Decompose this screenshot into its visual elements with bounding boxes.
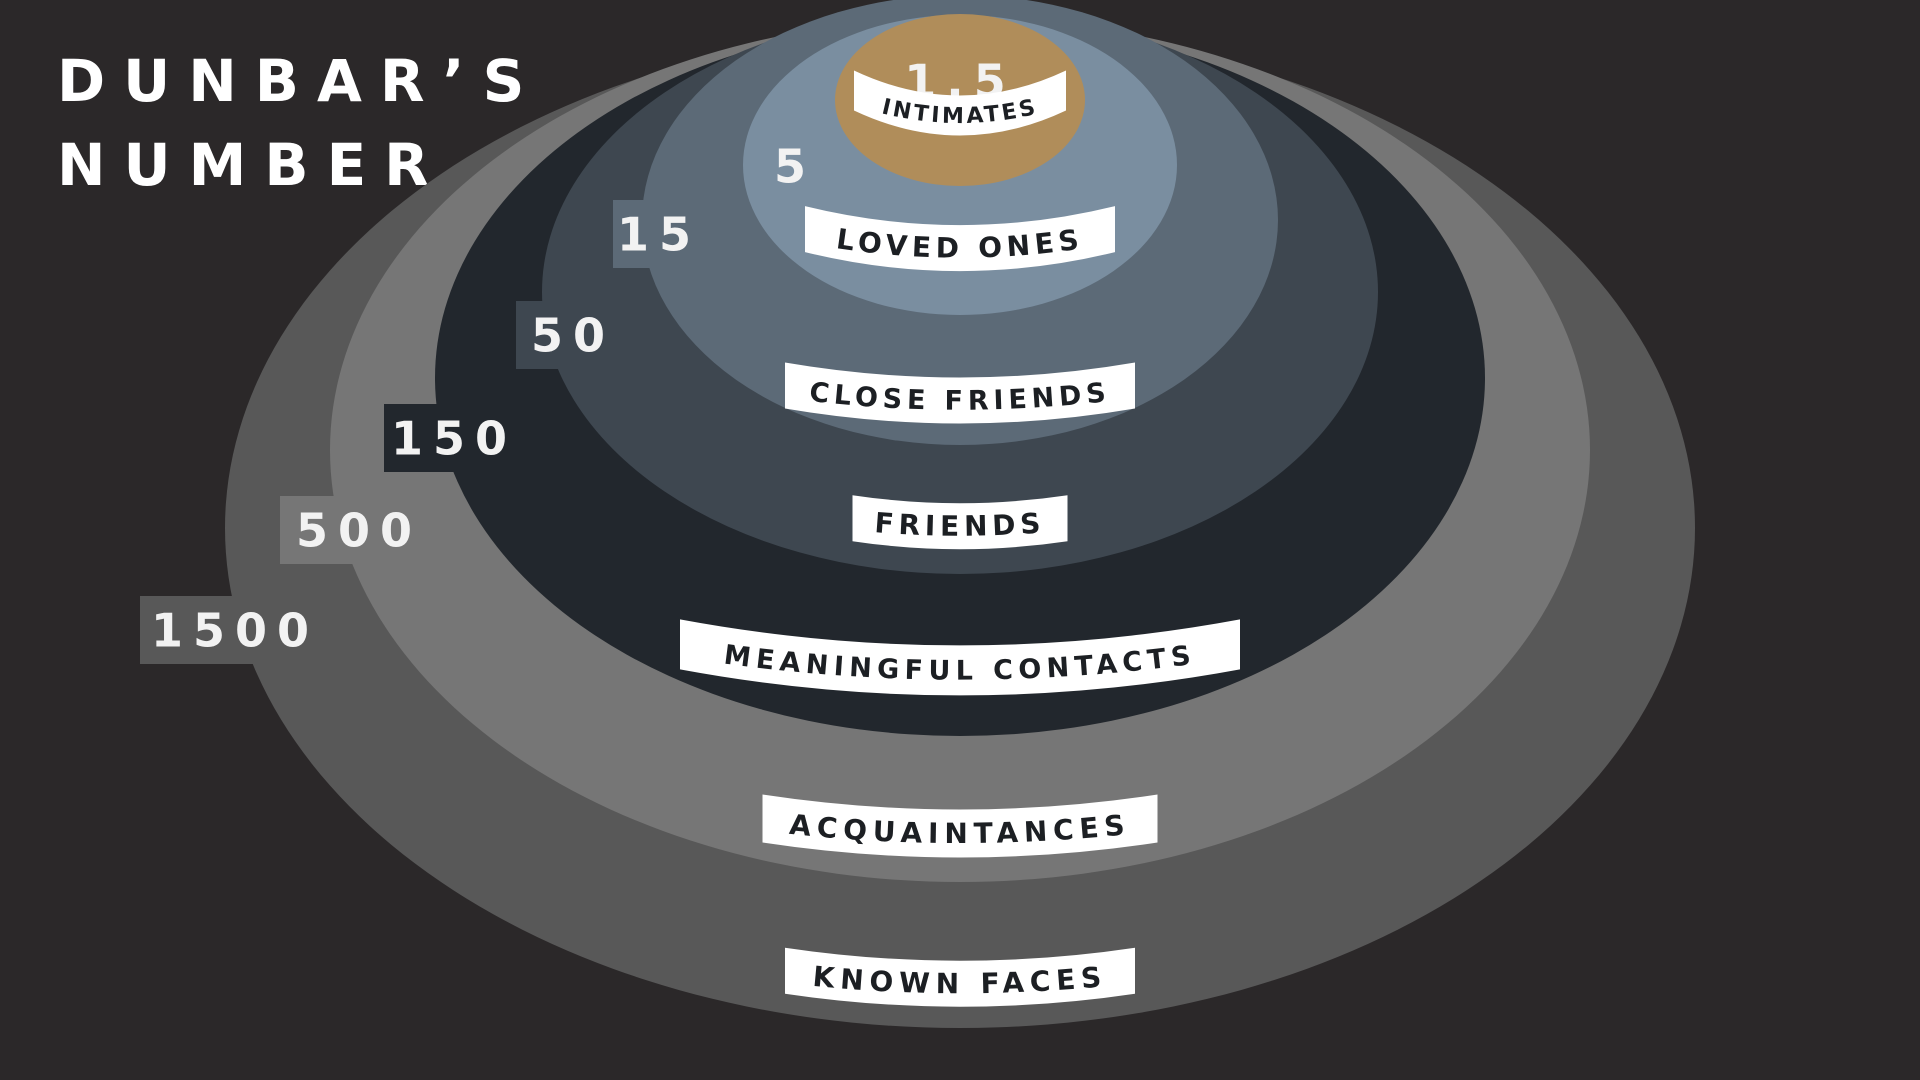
number-acquaintances: 500	[296, 504, 422, 558]
number-loved-ones: 5	[774, 140, 816, 194]
label-banner-meaningful-contacts	[680, 619, 1240, 696]
number-badge-close-friends	[613, 200, 705, 268]
number-badge-known-faces	[140, 596, 330, 664]
number-known-faces: 1500	[151, 604, 319, 658]
label-banner-close-friends	[785, 362, 1135, 424]
label-banner-acquaintances	[762, 794, 1158, 858]
label-friends: FRIENDS	[874, 506, 1047, 543]
number-badge-friends	[516, 301, 630, 369]
label-banner-loved-ones	[805, 206, 1115, 272]
number-close-friends: 15	[617, 208, 701, 262]
label-banner-known-faces	[785, 947, 1135, 1007]
title-line-2: NUMBER	[57, 131, 447, 199]
number-friends: 50	[531, 309, 615, 363]
number-badge-meaningful-contacts	[384, 404, 524, 472]
number-meaningful-contacts: 150	[391, 412, 517, 466]
label-banner-intimates	[854, 70, 1066, 136]
number-badge-acquaintances	[280, 496, 438, 564]
title-line-1: DUNBAR’S	[57, 47, 543, 115]
label-banner-friends	[852, 495, 1068, 550]
